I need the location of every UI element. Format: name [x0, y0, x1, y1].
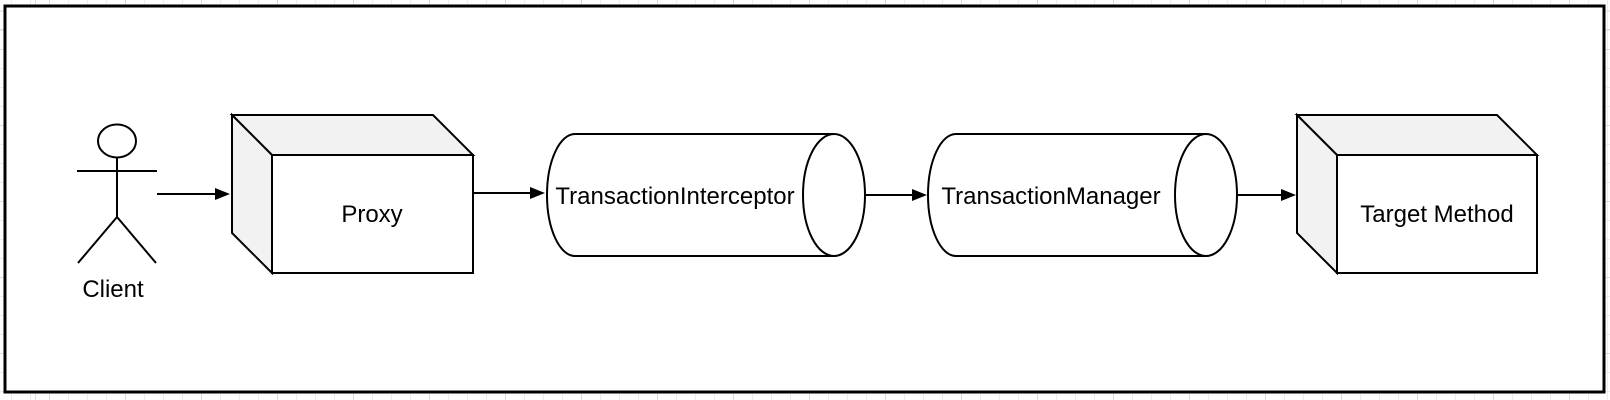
arrowhead-icon: [530, 187, 545, 199]
cube-top-face: [229, 114, 476, 156]
pipe-end-cap: [1174, 133, 1238, 257]
node-transaction-manager[interactable]: TransactionManager: [927, 133, 1238, 257]
arrowhead-icon: [1281, 189, 1296, 201]
cube-top-face: [1294, 114, 1540, 156]
node-proxy-label: Proxy: [341, 201, 402, 228]
edge-manager-to-target[interactable]: [1237, 189, 1296, 201]
actor-right-leg-icon: [116, 216, 157, 264]
edge-client-to-proxy[interactable]: [157, 188, 230, 200]
pipe-body: [546, 133, 834, 257]
actor-head-icon: [97, 123, 137, 159]
node-transaction-manager-label: TransactionManager: [941, 183, 1160, 210]
arrowhead-icon: [912, 189, 927, 201]
node-target-method-label: Target Method: [1360, 201, 1513, 228]
edge-proxy-to-interceptor[interactable]: [473, 187, 545, 199]
node-target-method[interactable]: Target Method: [1294, 112, 1540, 276]
arrowhead-icon: [215, 188, 230, 200]
cube-front-face: [271, 154, 474, 274]
node-client[interactable]: Client: [77, 123, 157, 304]
node-proxy[interactable]: Proxy: [229, 112, 476, 276]
actor-left-leg-icon: [77, 216, 118, 264]
pipe-end-cap: [802, 133, 866, 257]
pipe-body: [927, 133, 1206, 257]
cube-front-face: [1336, 154, 1538, 274]
edge-interceptor-to-manager[interactable]: [865, 189, 927, 201]
node-client-label: Client: [82, 276, 144, 303]
node-transaction-interceptor-label: TransactionInterceptor: [555, 183, 794, 210]
node-transaction-interceptor[interactable]: TransactionInterceptor: [546, 133, 866, 257]
